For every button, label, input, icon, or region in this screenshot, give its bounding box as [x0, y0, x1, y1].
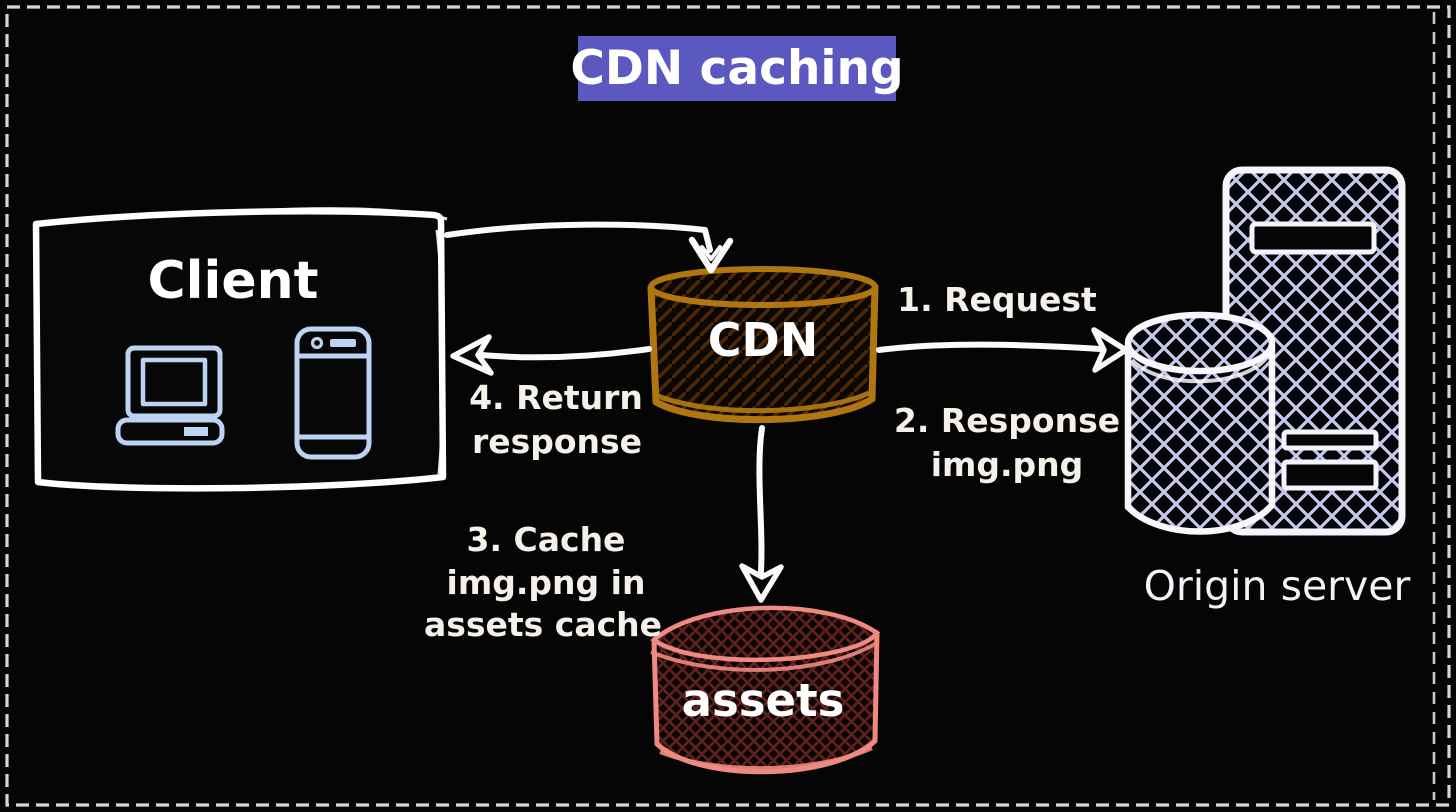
smartphone-icon: [294, 326, 372, 460]
database-icon-body: [1124, 345, 1276, 535]
label-cache-line2: img.png in: [447, 563, 646, 602]
title-highlight-background: [578, 36, 896, 101]
label-cache-line1: 3. Cache: [467, 520, 626, 559]
server-tower-slot-2: [1281, 459, 1379, 491]
label-request: 1. Request: [897, 280, 1097, 319]
arrow-client-to-cdn: [444, 221, 734, 274]
diagram-title: CDN caching: [570, 36, 904, 101]
origin-server-node: Origin server: [1124, 166, 1411, 610]
client-node: Client: [32, 207, 448, 492]
arrow-cdn-to-assets: [739, 425, 784, 603]
client-box-sketch-stroke: [249, 207, 448, 221]
assets-cache-node: assets: [650, 605, 881, 775]
cdn-node: CDN: [647, 266, 879, 424]
assets-cylinder-top: [650, 605, 881, 663]
title-text: CDN caching: [570, 41, 903, 96]
label-cache-line3: assets cache: [424, 605, 662, 644]
cdn-cylinder-bottom-rim: [657, 390, 871, 414]
assets-cylinder-rim-sketch: [650, 640, 880, 672]
label-response-line1: 2. Response: [894, 401, 1120, 440]
database-icon-rim-sketch: [1130, 354, 1270, 384]
cdn-cylinder-top: [648, 266, 878, 308]
database-icon-top: [1124, 311, 1276, 375]
cdn-label: CDN: [708, 313, 818, 367]
assets-label: assets: [682, 674, 845, 727]
dashed-frame-border: [5, 5, 1451, 807]
label-response-line2: img.png: [931, 445, 1084, 484]
client-label: Client: [148, 251, 319, 311]
client-box-sketch-stroke-2: [435, 229, 445, 475]
arrows: [444, 221, 1129, 603]
label-return-line1: 4. Return: [469, 378, 643, 417]
label-return-line2: response: [472, 422, 642, 461]
assets-cylinder-bottom-sketch: [659, 746, 873, 771]
origin-server-label: Origin server: [1144, 562, 1411, 610]
laptop-icon: [115, 345, 225, 446]
server-tower-slot-1: [1281, 429, 1379, 451]
flow-labels: 1. Request 2. Response img.png 4. Return…: [424, 280, 1120, 644]
arrow-cdn-to-client: [450, 334, 652, 376]
server-tower-top-slot: [1249, 221, 1377, 255]
arrow-cdn-to-origin: [876, 327, 1129, 373]
